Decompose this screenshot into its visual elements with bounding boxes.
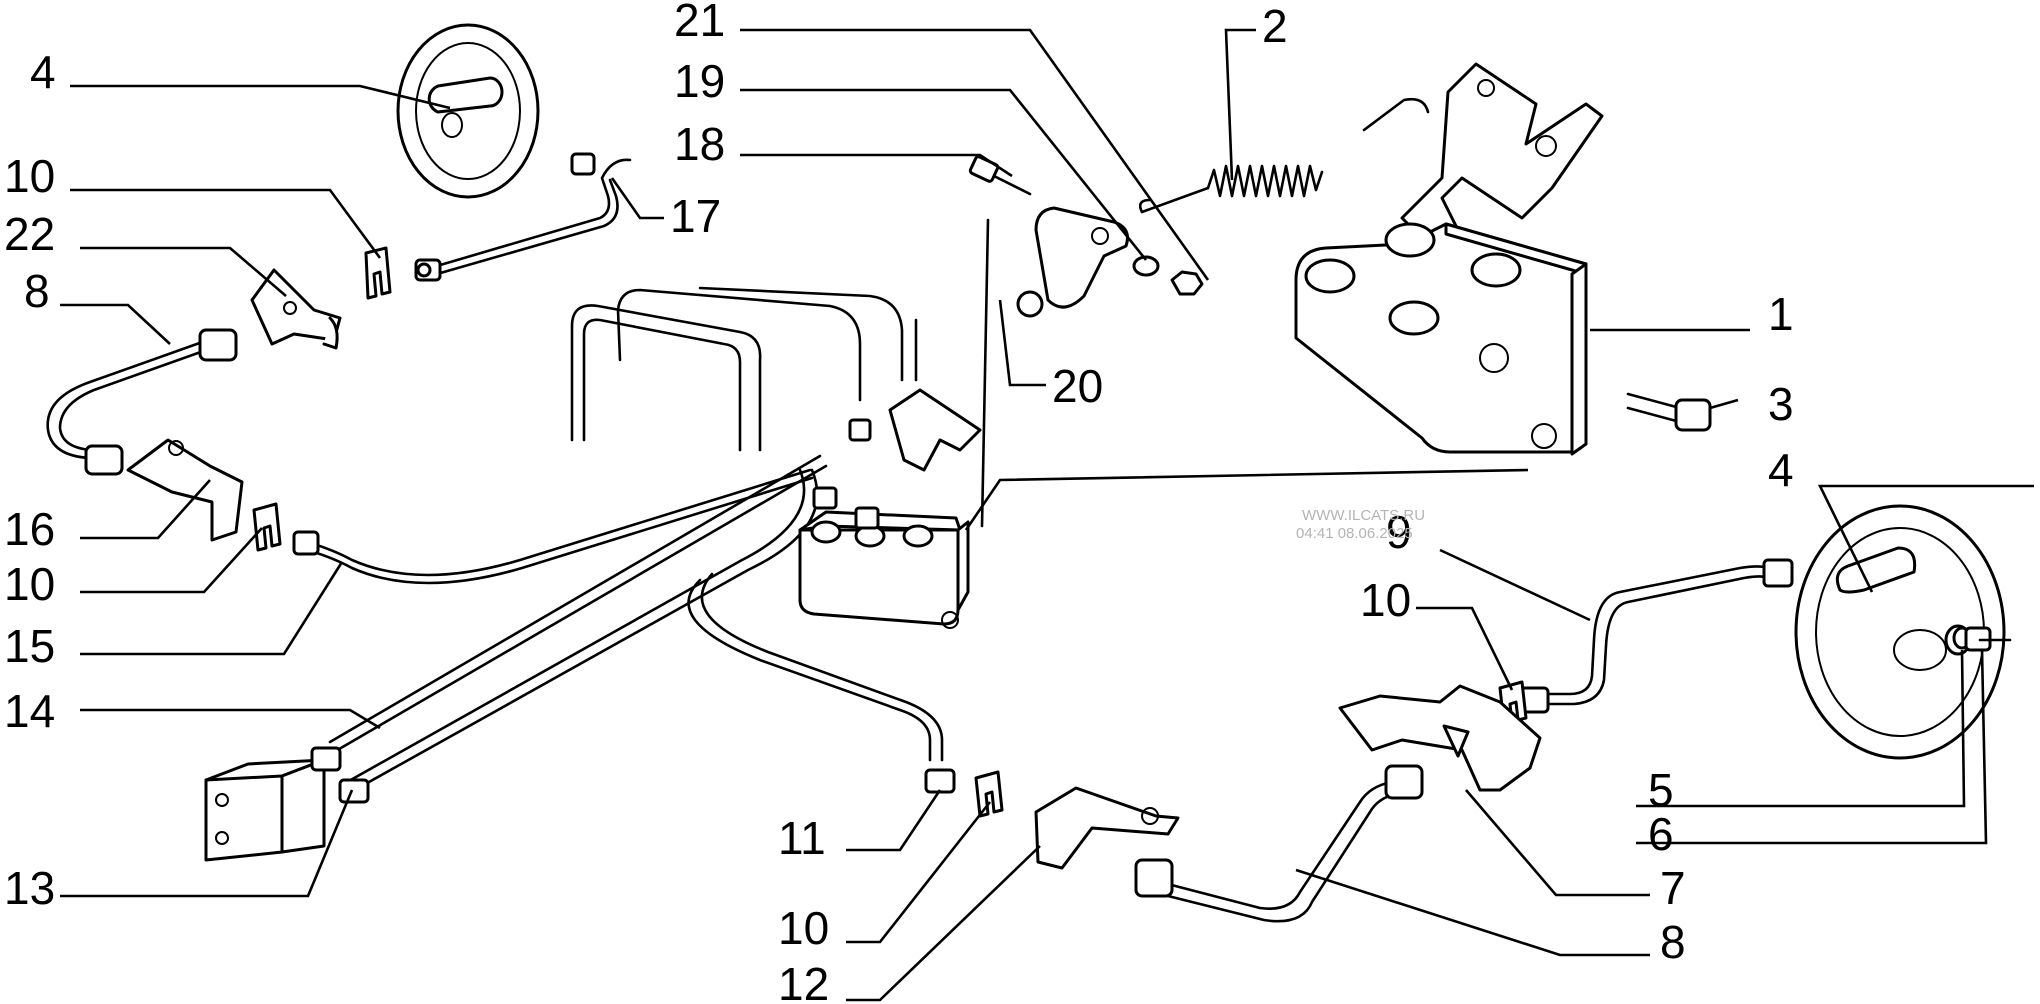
nut-21: [1170, 270, 1204, 296]
callout-1: 1: [1768, 288, 1794, 340]
bolt-3: [1626, 392, 1712, 432]
pipe-15: [298, 468, 812, 577]
pressure-regulator-valve: [798, 418, 970, 629]
bracket-22: [250, 268, 342, 350]
bracket-12: [1034, 786, 1180, 870]
clip-10-bottom: [974, 770, 1004, 818]
bolt-18: [968, 155, 1032, 196]
callout-2: 2: [1262, 0, 1288, 52]
callout-22: 22: [4, 208, 55, 260]
pipe-17-fittings: [414, 152, 596, 282]
bracket-16: [126, 438, 244, 542]
callout-10-top-left: 10: [4, 150, 55, 202]
pipe-9: [1538, 565, 1776, 696]
bracket-7: [1338, 684, 1542, 792]
valve-mounting-bracket: [1400, 62, 1604, 260]
guide-rod: [980, 218, 990, 528]
callout-labels: 4 10 22 8 16 10 15 14 13 21 19 18 17 20 …: [4, 0, 1794, 1004]
callout-5: 5: [1648, 764, 1674, 816]
flex-hose-8-left: [46, 328, 238, 476]
leader-lines: [60, 28, 2034, 1002]
clip-10-top: [364, 246, 392, 300]
pipe-17: [428, 158, 632, 270]
callout-13: 13: [4, 862, 55, 914]
callout-10-right: 10: [1360, 574, 1411, 626]
callout-3: 3: [1768, 378, 1794, 430]
connector-block: [204, 746, 370, 862]
callout-12: 12: [778, 958, 829, 1004]
callout-10-left: 10: [4, 558, 55, 610]
brake-drum-right: [1794, 504, 2006, 760]
flex-hose-8-right: [1134, 764, 1424, 923]
callout-10-bottom: 10: [778, 902, 829, 954]
callout-21: 21: [674, 0, 725, 46]
watermark-timestamp: 04:41 08.06.2025: [1296, 525, 1413, 542]
callout-14: 14: [4, 685, 55, 737]
washer-19: [1132, 255, 1160, 277]
valve-upper-pipes: [570, 286, 918, 452]
callout-18: 18: [674, 118, 725, 170]
callout-7: 7: [1660, 862, 1686, 914]
spring-2: [1138, 97, 1430, 214]
callout-9: 9: [1386, 506, 1412, 558]
callout-4-top-left: 4: [30, 46, 56, 98]
callout-6: 6: [1648, 808, 1674, 860]
callout-8-left: 8: [24, 265, 50, 317]
brake-drum-left: [396, 23, 540, 199]
callout-16: 16: [4, 503, 55, 555]
callout-20: 20: [1052, 360, 1103, 412]
pipe-bundle-13-14: [328, 454, 828, 798]
clip-10-left: [252, 502, 282, 552]
callout-8-right: 8: [1660, 916, 1686, 968]
callout-17: 17: [670, 190, 721, 242]
watermark: WWW.ILCATS.RU 04:41 08.06.2025: [1296, 507, 1425, 542]
callout-4-right: 4: [1768, 444, 1794, 496]
callout-11: 11: [778, 812, 826, 864]
callout-19: 19: [674, 55, 725, 107]
valve-body-1: [1294, 222, 1588, 456]
callout-15: 15: [4, 620, 55, 672]
bolt-6: [1964, 626, 2012, 652]
valve-lever: [888, 388, 982, 472]
pipe-11: [687, 578, 932, 762]
watermark-site: WWW.ILCATS.RU: [1302, 507, 1425, 524]
bracket-20: [1016, 206, 1129, 318]
